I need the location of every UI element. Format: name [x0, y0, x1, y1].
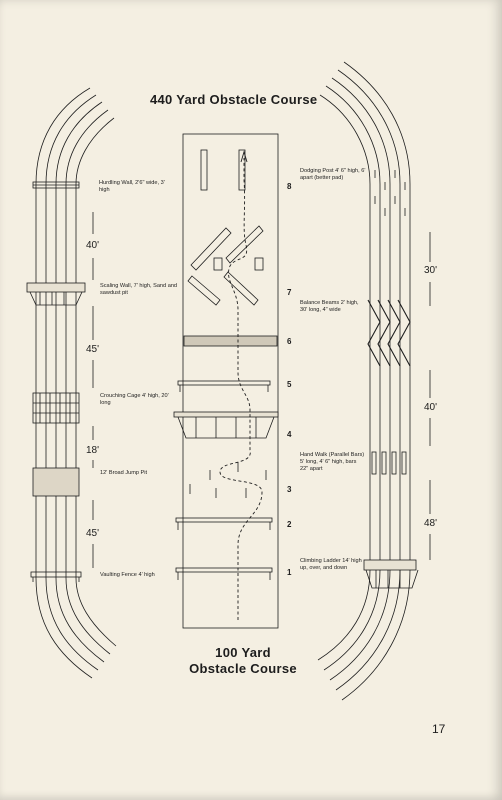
- hurdling-wall-drawing: [32, 181, 80, 189]
- title-100-yard-line1: 100 Yard: [215, 645, 271, 660]
- scaling-wall-drawing: [26, 282, 86, 306]
- distance-48-right: 48': [424, 518, 438, 529]
- station-number-3: 3: [287, 485, 292, 494]
- station-number-1: 1: [287, 568, 292, 577]
- station-number-2: 2: [287, 520, 292, 529]
- label-broad-jump-pit: 12' Broad Jump Pit: [100, 470, 148, 476]
- distance-45-left-upper: 45': [86, 344, 100, 355]
- distance-40-left: 40': [86, 240, 100, 251]
- station-number-7: 7: [287, 288, 292, 297]
- distance-30-right: 30': [424, 265, 438, 276]
- climbing-ladder-drawing: [363, 559, 419, 589]
- title-440-yard: 440 Yard Obstacle Course: [150, 92, 318, 107]
- station-number-8: 8: [287, 182, 292, 191]
- label-climbing-ladder: Climbing Ladder 14' high up, over, and d…: [300, 558, 362, 571]
- label-balance-beams: Balance Beams 2' high, 30' long, 4" wide: [300, 300, 359, 313]
- crouching-cage-drawing: [32, 392, 80, 424]
- distance-18-left: 18': [86, 445, 100, 456]
- label-hurdling-wall: Hurdling Wall, 2'6" wide, 3' high: [99, 180, 165, 193]
- title-100-yard-line2: Obstacle Course: [189, 661, 297, 676]
- station-number-4: 4: [287, 430, 292, 439]
- label-vaulting-fence: Vaulting Fence 4' high: [100, 572, 155, 578]
- balance-beams-drawing: [367, 299, 411, 367]
- station-number-6: 6: [287, 337, 292, 346]
- distance-45-left-lower: 45': [86, 528, 100, 539]
- hand-walk-drawing: [371, 451, 407, 475]
- label-dodging-post: Dodging Post 4' 6" high, 6' apart (bette…: [300, 168, 366, 181]
- running-path: [219, 158, 263, 620]
- hundred-yard-course: [173, 133, 279, 629]
- vaulting-fence-drawing: [30, 571, 82, 582]
- dodging-posts-drawing: [374, 170, 406, 216]
- page-number: 17: [432, 722, 446, 736]
- left-track: [35, 87, 117, 679]
- label-scaling-wall: Scaling Wall, 7' high, Sand and sawdust …: [100, 283, 178, 296]
- distance-40-right: 40': [424, 402, 438, 413]
- right-track: [317, 61, 411, 701]
- label-hand-walk: Hand Walk (Parallel Bars) 5' long, 4' 6"…: [300, 452, 365, 472]
- broad-jump-pit-drawing: [32, 467, 80, 497]
- station-number-5: 5: [287, 380, 292, 389]
- label-crouching-cage: Crouching Cage 4' high, 20' long: [100, 393, 169, 406]
